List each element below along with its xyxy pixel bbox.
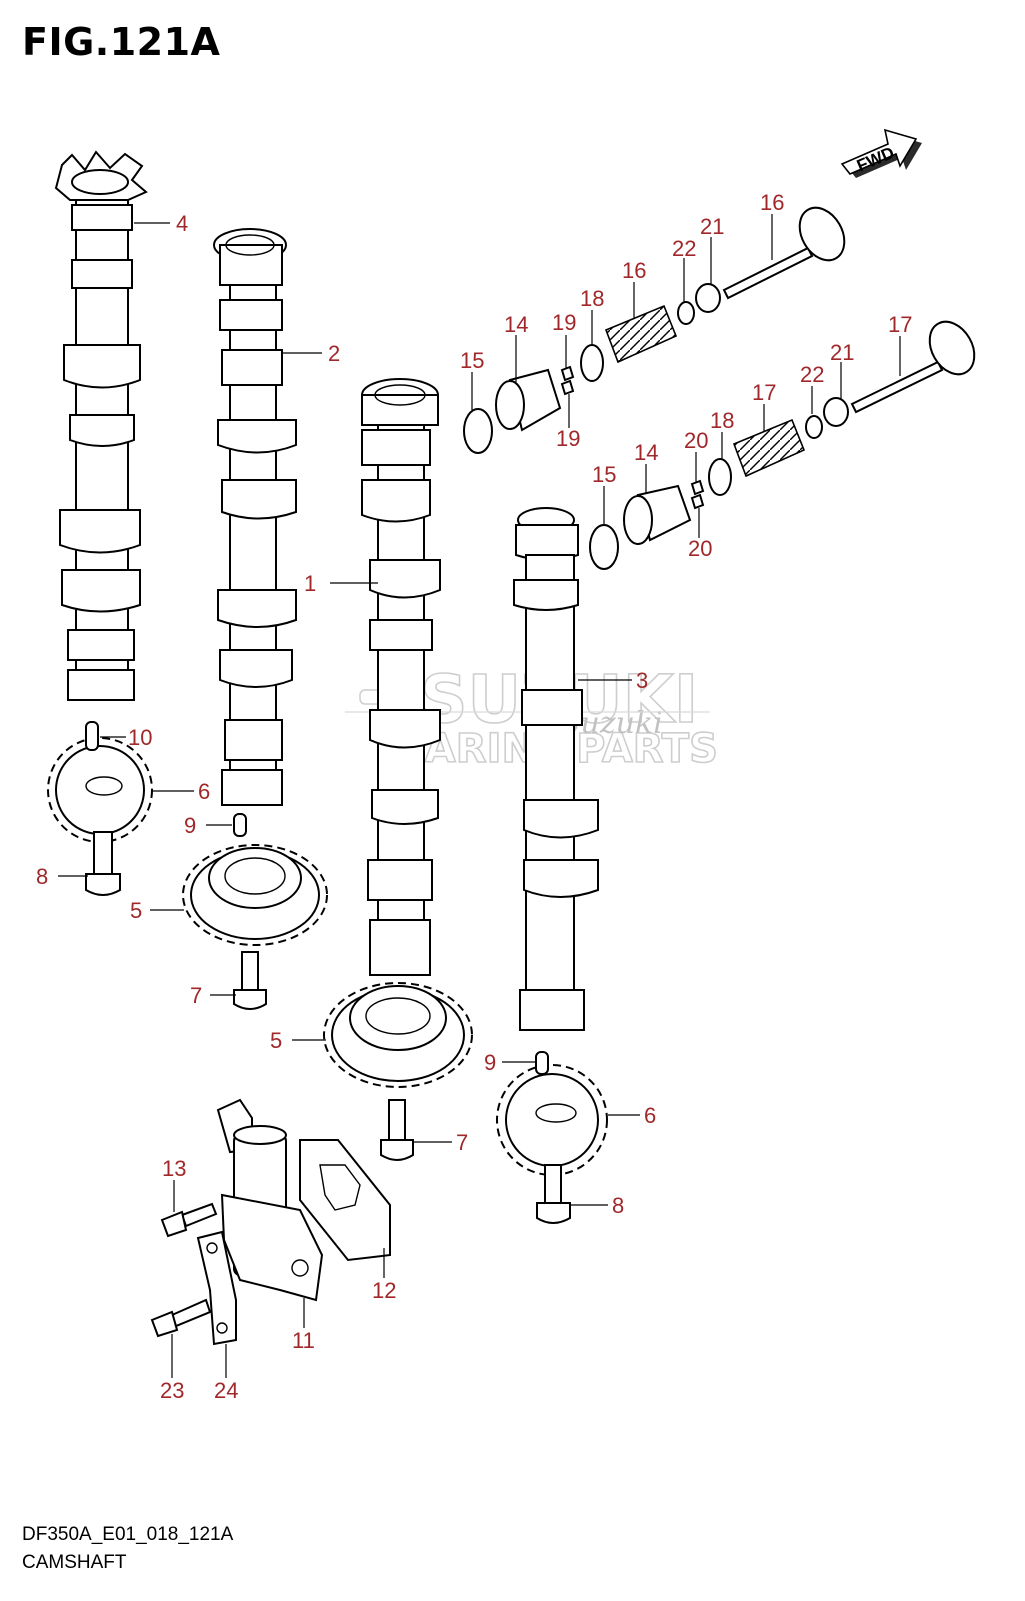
callout-15-lower: 15	[592, 462, 616, 487]
callout-labels: 4 2 1 3 10 6 9 8 5 7 5 9 6 7 8 13 12 11 …	[36, 190, 912, 1403]
sprocket-6-right	[496, 1064, 608, 1176]
cotter-20-upper	[560, 365, 575, 396]
shim-15-lower	[589, 524, 619, 570]
washer-21-lower	[823, 397, 849, 427]
callout-1: 1	[304, 571, 316, 596]
bolt-7-upper	[233, 951, 267, 1010]
callout-8-left: 8	[36, 864, 48, 889]
bolt-8-left	[85, 831, 121, 896]
callout-20-upper-a: 19	[552, 310, 576, 335]
callout-6-left: 6	[198, 779, 210, 804]
callout-11: 11	[292, 1328, 315, 1353]
valve-16	[722, 206, 846, 300]
seat-19-lower	[708, 458, 732, 496]
callout-3: 3	[636, 668, 648, 693]
leader-lines	[58, 214, 901, 1378]
callout-19-upper: 18	[580, 286, 604, 311]
fwd-arrow-icon: FWD	[840, 128, 922, 178]
callout-19-lower: 18	[710, 408, 734, 433]
bracket-24	[196, 1230, 237, 1346]
dowel-pin-9-lower	[535, 1051, 549, 1075]
callout-10: 10	[128, 725, 152, 750]
callout-12: 12	[372, 1278, 396, 1303]
callout-15-upper: 15	[460, 348, 484, 373]
callout-9-upper: 9	[184, 813, 196, 838]
callout-5-upper: 5	[130, 898, 142, 923]
fwd-label: FWD	[854, 143, 897, 176]
callout-6-right: 6	[644, 1103, 656, 1128]
cotter-20-lower	[690, 479, 705, 510]
callout-17: 17	[888, 312, 912, 337]
spring-18-lower	[732, 418, 806, 478]
callout-22-lower: 22	[800, 362, 824, 387]
camshaft-1	[361, 378, 441, 976]
callout-14-upper: 14	[504, 312, 528, 337]
callout-4: 4	[176, 211, 188, 236]
camshaft-2	[213, 228, 297, 806]
sprocket-5-lower	[323, 982, 473, 1088]
seat-19-upper	[580, 344, 604, 382]
callout-20-lower-b: 20	[688, 536, 712, 561]
callout-23: 23	[160, 1378, 184, 1403]
callout-21-upper: 21	[700, 214, 724, 239]
diagram-code: DF350A_E01_018_121A	[22, 1524, 234, 1545]
callout-18-upper: 16	[622, 258, 646, 283]
callout-18-lower: 17	[752, 380, 776, 405]
spring-18-upper	[604, 304, 678, 364]
callout-20-lower-a: 20	[684, 428, 708, 453]
bolt-8-right	[536, 1164, 571, 1224]
bolt-23	[150, 1298, 212, 1338]
callout-13: 13	[162, 1156, 186, 1181]
callout-21-lower: 21	[830, 340, 854, 365]
callout-14-lower: 14	[634, 440, 658, 465]
callout-22-upper: 22	[672, 236, 696, 261]
callout-16: 16	[760, 190, 784, 215]
callout-2: 2	[328, 341, 340, 366]
dowel-pin-10	[85, 721, 99, 751]
tappet-14-upper	[495, 368, 562, 432]
diagram-name: CAMSHAFT	[22, 1552, 127, 1573]
shim-15-upper	[463, 408, 493, 454]
callout-8-right: 8	[612, 1193, 624, 1218]
dowel-pin-9-upper	[233, 813, 247, 837]
sprocket-5-upper	[182, 844, 328, 946]
sprocket-6-left	[47, 737, 153, 843]
callout-20-upper-b: 19	[556, 426, 580, 451]
camshaft-3	[513, 507, 599, 1031]
oil-control-valve-11	[216, 1098, 324, 1302]
callout-7-upper: 7	[190, 983, 202, 1008]
callout-9-lower: 9	[484, 1050, 496, 1075]
tappet-14-lower	[623, 484, 692, 545]
seal-22-upper	[677, 301, 695, 325]
washer-21-upper	[695, 283, 721, 313]
bolt-7-lower	[380, 1099, 414, 1161]
figure-title: FIG.121A	[22, 20, 221, 64]
bolt-13	[160, 1202, 218, 1238]
valve-17	[850, 320, 976, 414]
callout-7-lower: 7	[456, 1130, 468, 1155]
camshaft-4	[54, 150, 148, 701]
callout-24: 24	[214, 1378, 238, 1403]
callout-5-lower: 5	[270, 1028, 282, 1053]
gasket-12	[299, 1139, 391, 1262]
seal-22-lower	[805, 415, 823, 439]
